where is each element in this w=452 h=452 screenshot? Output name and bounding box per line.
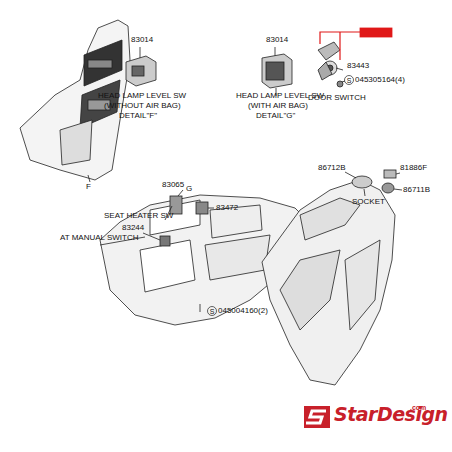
part-number: 83065 [162,181,184,189]
part-number: 83472 [216,204,238,212]
part-number: 81886F [400,164,427,172]
caption-text: AT MANUAL SWITCH [60,234,139,242]
part-number: 83014 [266,36,288,44]
caption-text: (WITHOUT AIR BAG) [104,102,181,110]
detail-letter: G [186,185,192,193]
circled-s: S [345,77,354,84]
part-number: 83443 [347,62,369,70]
circled-s: S [208,308,217,315]
caption-text: (WITH AIR BAG) [248,102,308,110]
part-number: 83014 [131,36,153,44]
logo-text: StarDesign [334,405,448,424]
part-number: 045004160(2) [218,307,268,315]
caption-text: DETAIL"F" [119,112,157,120]
part-number: 83244 [122,224,144,232]
part-number: 86711B [403,186,430,194]
caption-text: HEAD LAMP LEVEL SW [98,92,186,100]
caption-text: SEAT HEATER SW [104,212,173,220]
detail-letter: F [86,183,91,191]
part-number: 045305164(4) [355,76,405,84]
caption-text: SOCKET [352,198,385,206]
part-number: 86712B [318,164,346,172]
caption-text: DOOR SWITCH [308,94,366,102]
caption-text: DETAIL"G" [256,112,295,120]
logo-suffix: .com [410,404,426,411]
